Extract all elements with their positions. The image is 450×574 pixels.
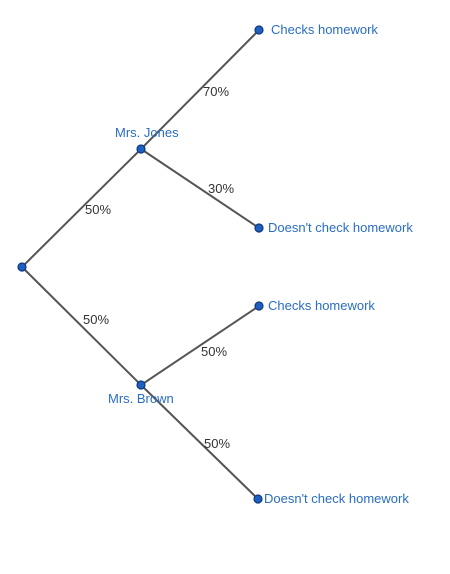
node-label-jones-doesnt-check: Doesn't check homework	[268, 220, 413, 235]
node-brown-checks	[254, 301, 264, 311]
edge-root-to-brown	[21, 266, 142, 386]
edge-label-root-brown: 50%	[83, 312, 109, 327]
edge-label-jones-doesnt-check: 30%	[208, 181, 234, 196]
edge-label-brown-checks: 50%	[201, 344, 227, 359]
edge-jones-to-checks	[140, 29, 260, 150]
edge-brown-to-checks	[140, 305, 260, 386]
node-mrs-brown	[136, 380, 146, 390]
node-label-mrs-brown: Mrs. Brown	[108, 391, 174, 406]
edge-root-to-jones	[21, 148, 142, 268]
node-label-mrs-jones: Mrs. Jones	[115, 125, 179, 140]
node-label-brown-checks: Checks homework	[268, 298, 375, 313]
node-mrs-jones	[136, 144, 146, 154]
node-jones-checks	[254, 25, 264, 35]
edge-label-brown-doesnt-check: 50%	[204, 436, 230, 451]
edge-jones-to-doesnt-check	[140, 148, 260, 229]
node-jones-doesnt-check	[254, 223, 264, 233]
edge-label-root-jones: 50%	[85, 202, 111, 217]
node-brown-doesnt-check	[253, 494, 263, 504]
edge-brown-to-doesnt-check	[140, 384, 259, 500]
edge-label-jones-checks: 70%	[203, 84, 229, 99]
node-label-jones-checks: Checks homework	[271, 22, 378, 37]
node-root	[17, 262, 27, 272]
node-label-brown-doesnt-check: Doesn't check homework	[264, 491, 409, 506]
